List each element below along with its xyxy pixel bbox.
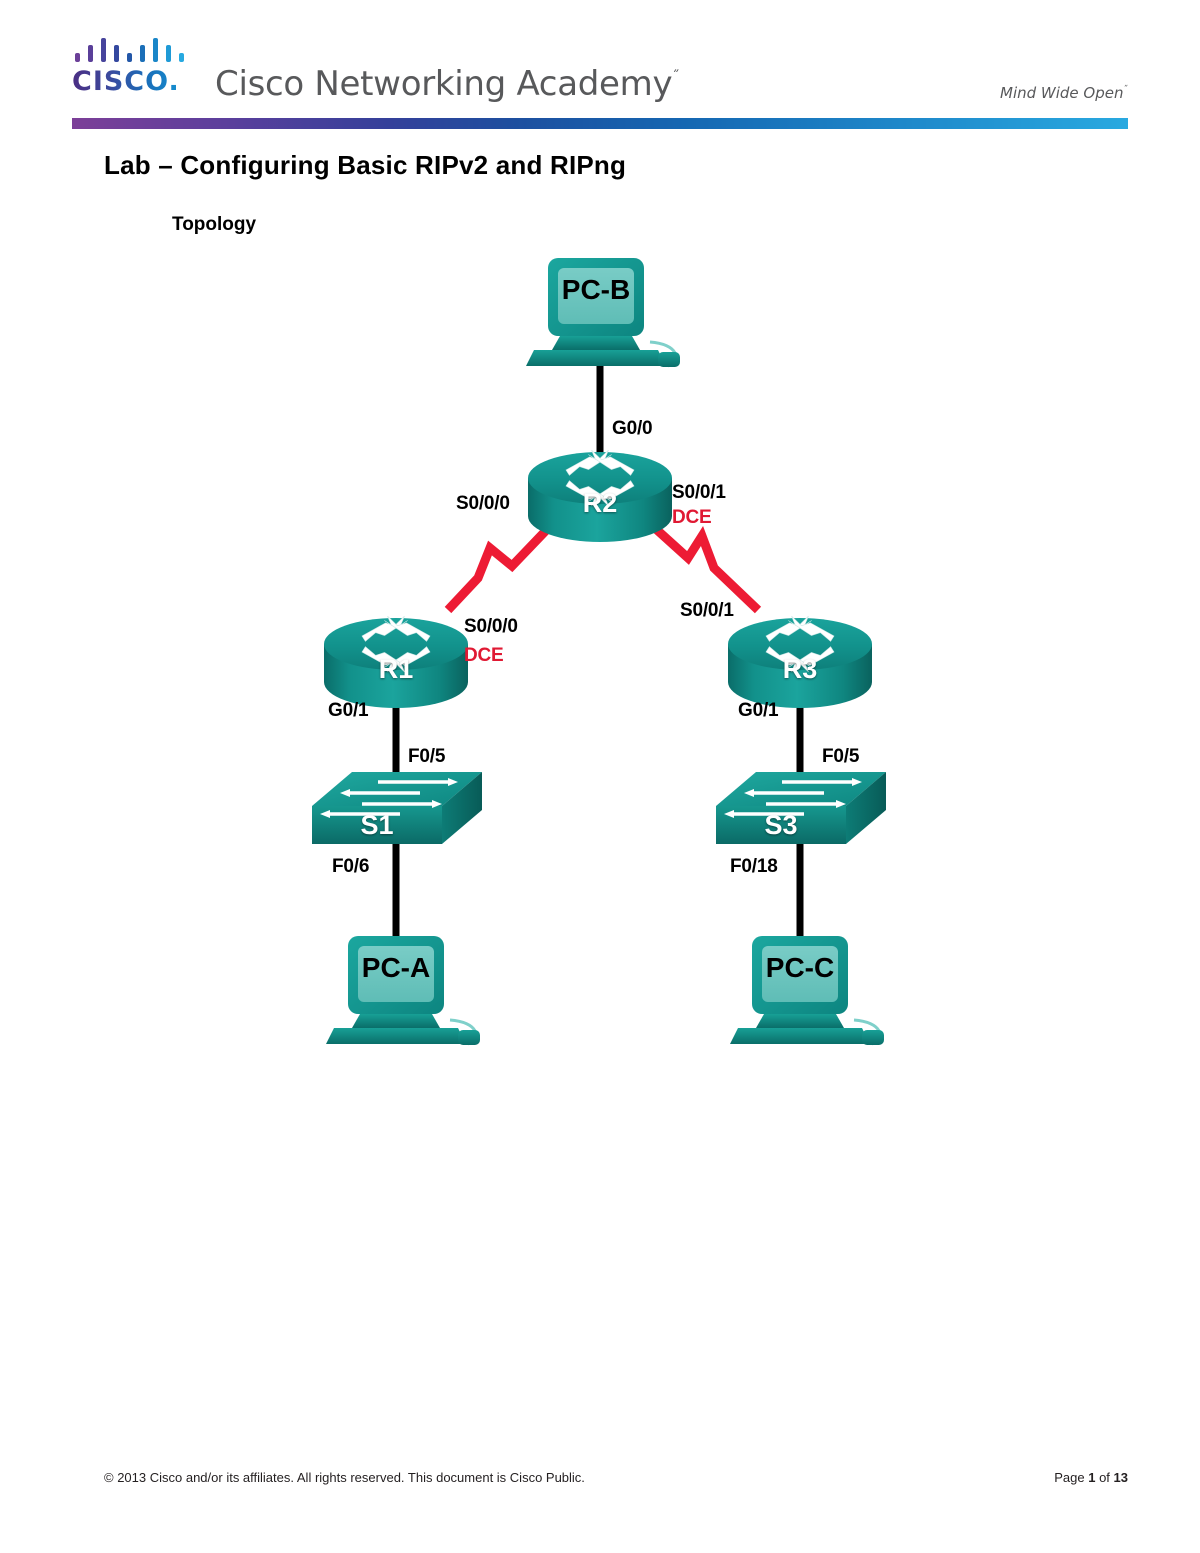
section-heading-topology: Topology xyxy=(172,214,257,235)
iface-label-r3-g0-1: G0/1 xyxy=(738,700,779,721)
page-header: CISCO. Cisco Networking Academy˝ Mind Wi… xyxy=(0,0,1200,135)
brand-tagline-text: Mind Wide Open xyxy=(1000,84,1124,102)
cisco-logo-bars-icon xyxy=(75,36,187,62)
cisco-logo-bar xyxy=(101,38,106,62)
page-title: Lab – Configuring Basic RIPv2 and RIPng xyxy=(104,150,627,180)
iface-label-s3-f0-5: F0/5 xyxy=(822,746,860,767)
topology-canvas xyxy=(312,258,886,1046)
cisco-logo-bar xyxy=(114,45,119,62)
iface-label-r2-s0-0-1: S0/0/1 xyxy=(672,482,726,503)
brand-tagline-trademark: ˝ xyxy=(1123,85,1129,95)
cisco-logo-bar xyxy=(88,45,93,62)
link-r2-r3-serial xyxy=(642,516,762,614)
device-r3[interactable] xyxy=(728,615,872,708)
cisco-logo-bar xyxy=(153,38,158,62)
brand-name-trademark: ˝ xyxy=(672,69,679,85)
iface-label-r1-g0-1: G0/1 xyxy=(328,700,369,721)
footer-page-prefix: Page xyxy=(1054,1470,1089,1485)
footer-page-total: 13 xyxy=(1113,1470,1128,1485)
page-footer: © 2013 Cisco and/or its affiliates. All … xyxy=(0,1470,1200,1500)
iface-label-s1-f0-6: F0/6 xyxy=(332,856,370,877)
device-s3[interactable] xyxy=(716,772,886,844)
iface-label-r2-g0-0: G0/0 xyxy=(612,418,653,439)
link-r2-r1-serial xyxy=(444,516,560,614)
iface-label-s3-f0-18: F0/18 xyxy=(730,856,778,877)
cisco-logo-bar xyxy=(140,45,145,62)
device-r2[interactable] xyxy=(528,449,672,542)
device-s1[interactable] xyxy=(312,772,482,844)
iface-label-s1-f0-5: F0/5 xyxy=(408,746,446,767)
iface-label-r1-s0-0-0: S0/0/0 xyxy=(464,616,518,637)
cisco-wordmark: CISCO. xyxy=(72,66,180,97)
cisco-logo-bar xyxy=(179,53,184,62)
brand-tagline: Mind Wide Open˝ xyxy=(1000,84,1128,102)
cisco-logo: CISCO. xyxy=(72,36,192,108)
cisco-logo-bar xyxy=(166,45,171,62)
iface-label-r3-s0-0-1: S0/0/1 xyxy=(680,600,734,621)
iface-label-r2-s0-0-1-dce: DCE xyxy=(672,507,712,528)
device-pc-c[interactable] xyxy=(730,936,884,1046)
device-r1[interactable] xyxy=(324,615,468,708)
cisco-logo-bar xyxy=(127,53,132,62)
footer-page-number: Page 1 of 13 xyxy=(1054,1470,1128,1485)
footer-page-mid: of xyxy=(1095,1470,1114,1485)
brand-name: Cisco Networking Academy˝ xyxy=(215,64,679,104)
topology-diagram: PC-B R2 R1 R3 S1 S3 PC-A PC-C G0/0 S0/0/… xyxy=(0,248,1200,1048)
footer-page-current: 1 xyxy=(1088,1470,1096,1485)
iface-label-r2-s0-0-0: S0/0/0 xyxy=(456,493,510,514)
device-pc-b[interactable] xyxy=(526,258,680,368)
device-pc-a[interactable] xyxy=(326,936,480,1046)
iface-label-r1-s0-0-0-dce: DCE xyxy=(464,645,504,666)
header-gradient-rule xyxy=(72,118,1128,129)
brand-name-text: Cisco Networking Academy xyxy=(215,64,673,104)
footer-copyright: © 2013 Cisco and/or its affiliates. All … xyxy=(104,1470,585,1485)
cisco-logo-bar xyxy=(75,53,80,62)
